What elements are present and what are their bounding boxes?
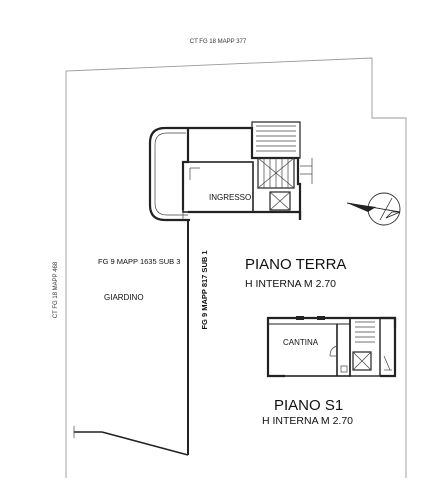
floor-height-ground: H INTERNA M 2.70 <box>245 278 336 290</box>
property-boundary <box>65 57 407 478</box>
compass-north-arrow-icon <box>346 192 401 226</box>
parcel-label-sub1: FG 9 MAPP 817 SUB 1 <box>200 250 209 329</box>
parcel-label-sub3: FG 9 MAPP 1635 SUB 3 <box>98 257 180 266</box>
room-label-entrance: INGRESSO <box>209 193 251 202</box>
ground-floor-building <box>148 121 313 222</box>
room-label-cellar: CANTINA <box>283 338 319 347</box>
floor-title-basement: PIANO S1 <box>274 397 343 414</box>
garden-bottom-boundary <box>73 426 189 456</box>
parcel-label-top: CT FG 18 MAPP 377 <box>190 39 247 45</box>
parcel-label-left: CT FG 18 MAPP 468 <box>53 261 59 318</box>
area-label-garden: GIARDINO <box>104 293 144 302</box>
floor-title-ground: PIANO TERRA <box>245 256 346 273</box>
floor-height-basement: H INTERNA M 2.70 <box>262 415 353 427</box>
basement-plan <box>266 316 397 378</box>
